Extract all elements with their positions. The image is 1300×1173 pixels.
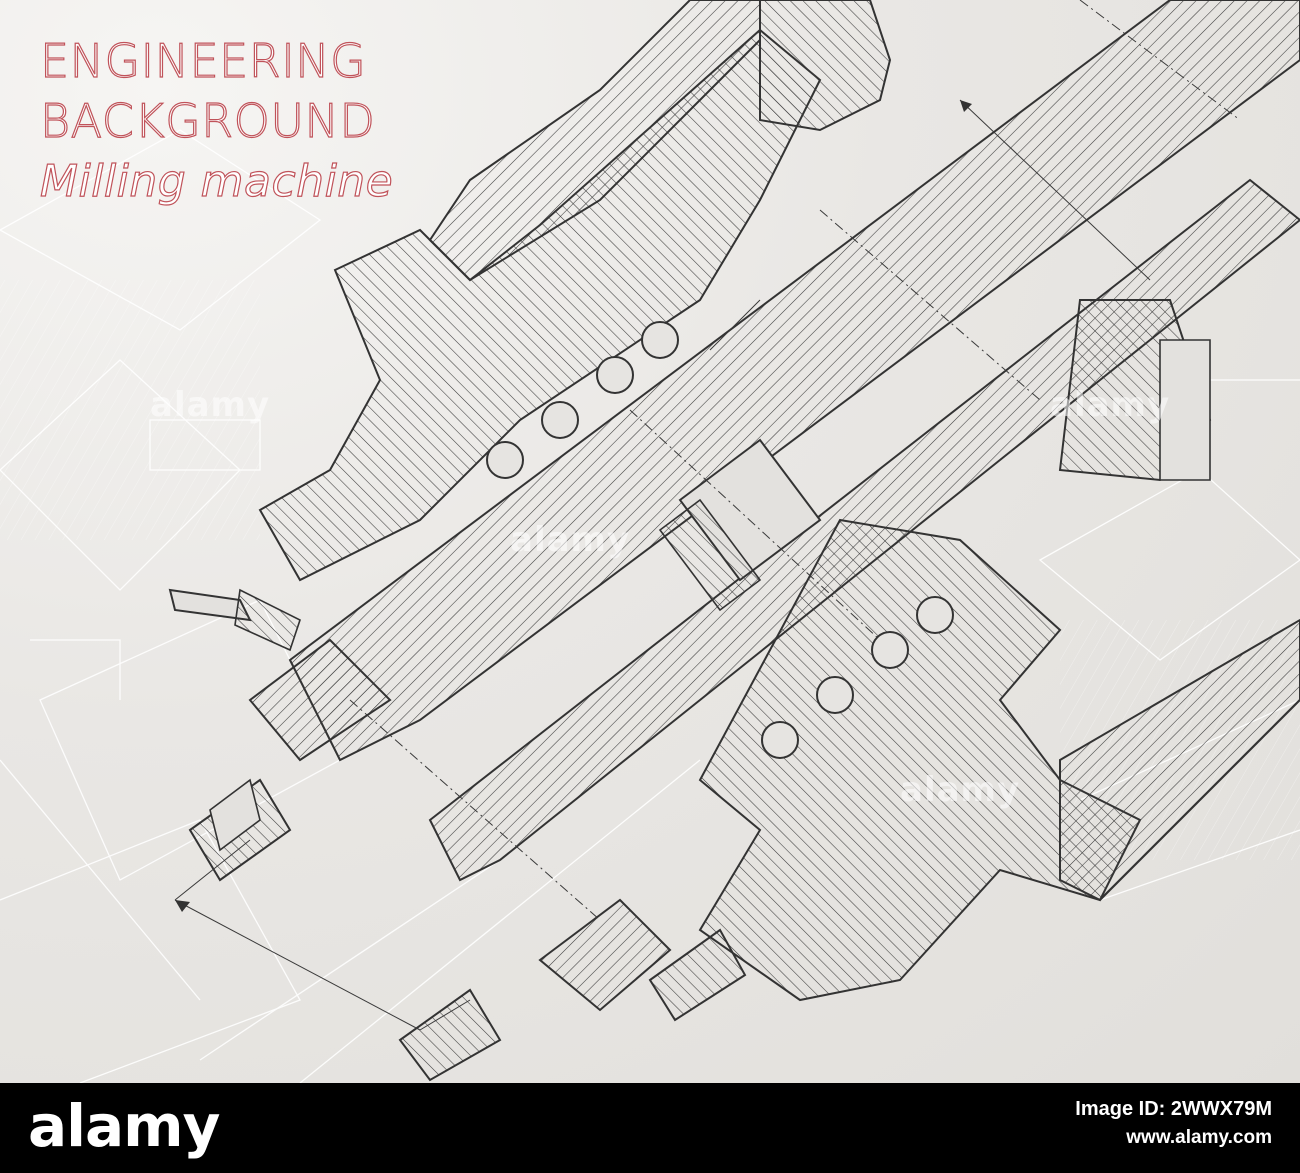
title-line-3: Milling machine xyxy=(39,156,394,207)
bearing-upper xyxy=(486,321,679,479)
image-meta: Image ID: 2WWX79M www.alamy.com xyxy=(1075,1097,1272,1150)
artwork: ENGINEERING BACKGROUND Milling machine a… xyxy=(0,0,1300,1083)
title-line-1: ENGINEERING xyxy=(39,34,367,88)
watermark-3: alamy xyxy=(510,520,631,560)
watermark-2: alamy xyxy=(1050,385,1171,425)
site-url: www.alamy.com xyxy=(1126,1127,1272,1148)
alamy-logo: alamy xyxy=(28,1092,220,1160)
watermark-1: alamy xyxy=(150,385,271,425)
title-line-2: BACKGROUND xyxy=(39,94,376,148)
bearing-lower xyxy=(761,596,954,759)
image-id: Image ID: 2WWX79M xyxy=(1075,1098,1272,1120)
footer-bar: alamy Image ID: 2WWX79M www.alamy.com xyxy=(0,1083,1300,1173)
watermark-4: alamy xyxy=(900,770,1021,810)
dimension-lines xyxy=(174,0,1241,1031)
spindle-drawing xyxy=(0,0,1300,1083)
spindle-shaft xyxy=(288,0,1300,762)
housing-lower xyxy=(698,518,1142,1002)
